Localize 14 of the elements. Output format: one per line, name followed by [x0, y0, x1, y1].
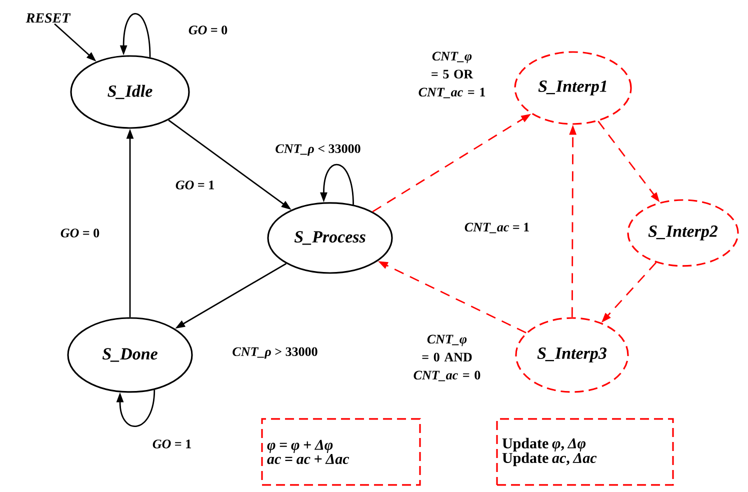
- self-loop-arrow: [320, 164, 354, 205]
- edge-label: CNT_ρ < 33000: [274, 143, 362, 157]
- edge-label: CNT_ac = 1: [463, 222, 531, 234]
- edge-label: GO = 0: [59, 228, 101, 238]
- edge-label: CNT_φ = 0 AND CNT_ac = 0: [409, 334, 485, 382]
- edge-label: GO = 1: [151, 438, 193, 450]
- edge-label: CNT_φ = 5 OR CNT_ac = 1: [414, 50, 490, 100]
- self-loop-arrow: [116, 390, 156, 427]
- edge-label: CNT_ρ > 33000: [231, 346, 319, 360]
- edge-label: GO = 1: [174, 180, 216, 190]
- action-box: Update φ, Δφ Update ac, Δac: [496, 418, 674, 486]
- reset-label: RESET: [26, 13, 71, 23]
- edge-label: GO = 0: [187, 24, 229, 36]
- action-box: φ = φ + Δφ ac = ac + Δac: [261, 418, 421, 486]
